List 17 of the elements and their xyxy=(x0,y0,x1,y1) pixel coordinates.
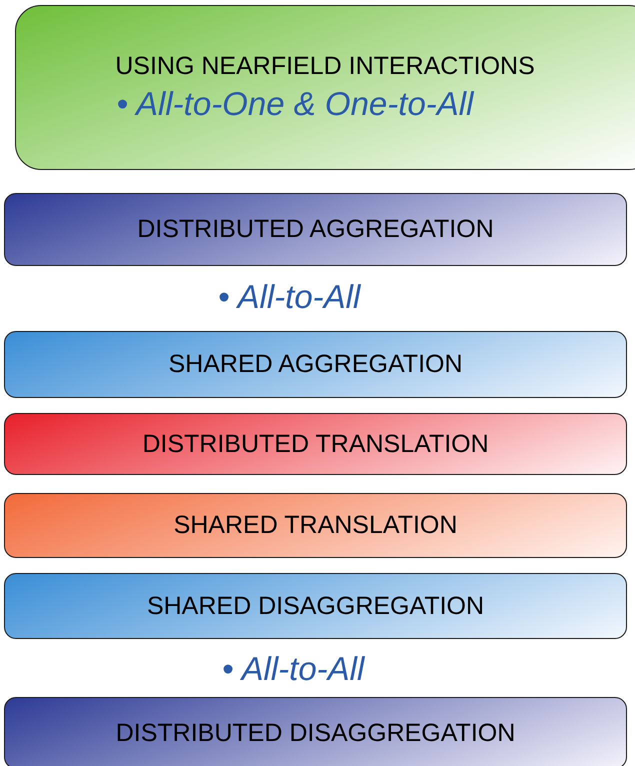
box-title: USING NEARFIELD INTERACTIONS xyxy=(115,52,535,81)
category-box xyxy=(15,5,635,170)
box-title: SHARED AGGREGATION xyxy=(168,350,463,379)
box-title: DISTRIBUTED AGGREGATION xyxy=(137,215,494,244)
bullet-text: • All-to-All xyxy=(218,278,360,316)
box-title: SHARED TRANSLATION xyxy=(174,511,458,540)
category-box xyxy=(4,697,627,766)
bullet-text: • All-to-One & One-to-All xyxy=(116,85,474,123)
box-title: DISTRIBUTED TRANSLATION xyxy=(142,430,489,458)
bullet-text: • All-to-All xyxy=(222,650,364,688)
box-title: DISTRIBUTED DISAGGREGATION xyxy=(116,718,516,748)
box-title: SHARED DISAGGREGATION xyxy=(146,592,484,620)
category-box xyxy=(4,193,627,266)
category-box xyxy=(4,493,627,558)
category-box xyxy=(4,413,627,475)
category-box xyxy=(4,573,627,639)
category-box xyxy=(4,331,627,398)
